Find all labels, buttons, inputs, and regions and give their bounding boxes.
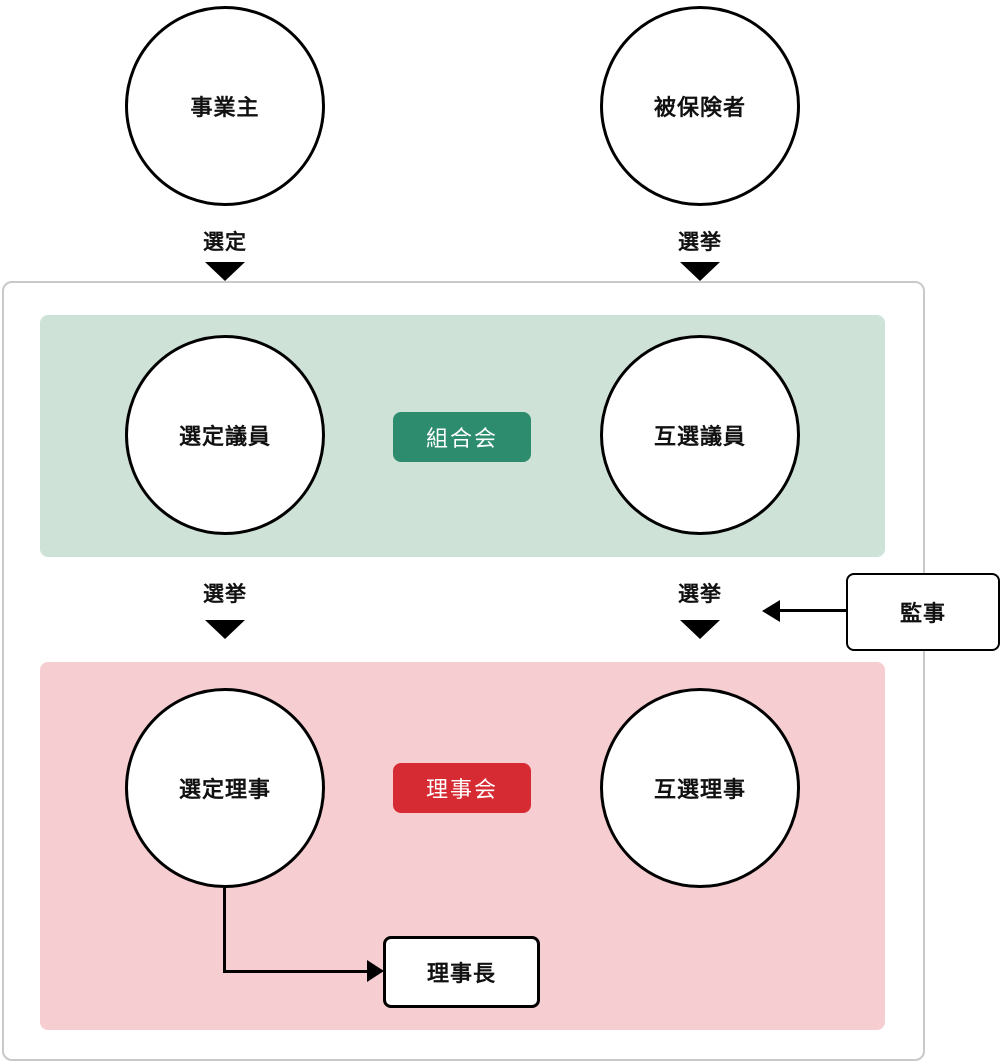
auditor-label: 監事 [899, 601, 946, 626]
down-arrow-icon [205, 262, 245, 281]
assembly-left-arrow-label: 選挙 [203, 583, 247, 606]
elected-director-label: 互選理事 [653, 777, 746, 802]
selected-assembly-member-node: 選定議員 [125, 335, 325, 535]
board-badge: 理事会 [393, 763, 531, 813]
employer-label: 事業主 [190, 95, 260, 120]
right-arrow-icon [367, 960, 384, 982]
insured-label: 被保険者 [653, 95, 746, 120]
auditor-box: 監事 [846, 573, 1000, 651]
selected-director-node: 選定理事 [125, 688, 325, 888]
insured-node: 被保険者 [600, 6, 800, 206]
elected-assembly-member-label: 互選議員 [653, 424, 746, 449]
president-arrow-horizontal-line [223, 970, 368, 973]
down-arrow-icon [680, 620, 720, 639]
selected-director-label: 選定理事 [178, 777, 271, 802]
president-box: 理事長 [383, 936, 540, 1008]
selected-assembly-member-label: 選定議員 [178, 424, 271, 449]
employer-node: 事業主 [125, 6, 325, 206]
assembly-right-arrow-label: 選挙 [678, 583, 722, 606]
president-label: 理事長 [426, 961, 496, 986]
down-arrow-icon [680, 262, 720, 281]
assembly-badge-label: 組合会 [425, 426, 498, 451]
down-arrow-icon [205, 620, 245, 639]
elected-assembly-member-node: 互選議員 [600, 335, 800, 535]
president-arrow-vertical-line [223, 888, 226, 973]
employer-arrow-label: 選定 [203, 231, 247, 254]
board-badge-label: 理事会 [425, 777, 498, 802]
left-arrow-icon [762, 600, 780, 622]
auditor-arrow-line [780, 609, 848, 612]
assembly-badge: 組合会 [393, 412, 531, 462]
elected-director-node: 互選理事 [600, 688, 800, 888]
insured-arrow-label: 選挙 [678, 231, 722, 254]
